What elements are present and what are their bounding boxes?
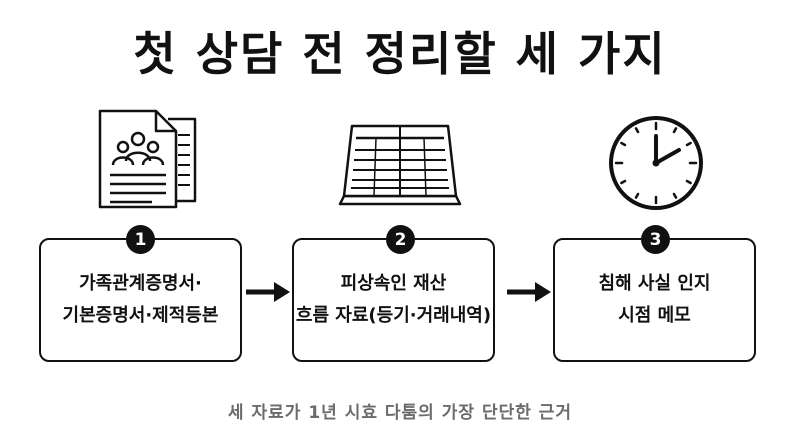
arrow-right-icon [246,282,290,302]
step-1-line-2: 기본증명서·제적등본 [62,305,219,326]
step-1-line-1: 가족관계증명서· [79,273,202,294]
arrow-right-icon [507,282,551,302]
step-3-line-1: 침해 사실 인지 [598,273,711,294]
step-box-3: 침해 사실 인지 시점 메모 [553,238,756,362]
step-2-line-2: 흐름 자료(등기·거래내역) [295,305,492,326]
step-box-1: 가족관계증명서· 기본증명서·제적등본 [39,238,242,362]
family-documents-icon [98,109,197,209]
step-2-line-1: 피상속인 재산 [340,273,447,294]
step-3-line-2: 시점 메모 [618,305,691,326]
clock-icon [609,116,703,210]
step-2-badge: 2 [386,225,415,254]
page-title: 첫 상담 전 정리할 세 가지 [133,27,667,81]
step-3-badge: 3 [641,225,670,254]
step-box-2: 피상속인 재산 흐름 자료(등기·거래내역) [292,238,495,362]
step-1-badge: 1 [126,225,155,254]
ledger-book-icon [338,124,462,206]
footer-caption: 세 자료가 1년 시효 다툼의 가장 단단한 근거 [227,403,573,423]
